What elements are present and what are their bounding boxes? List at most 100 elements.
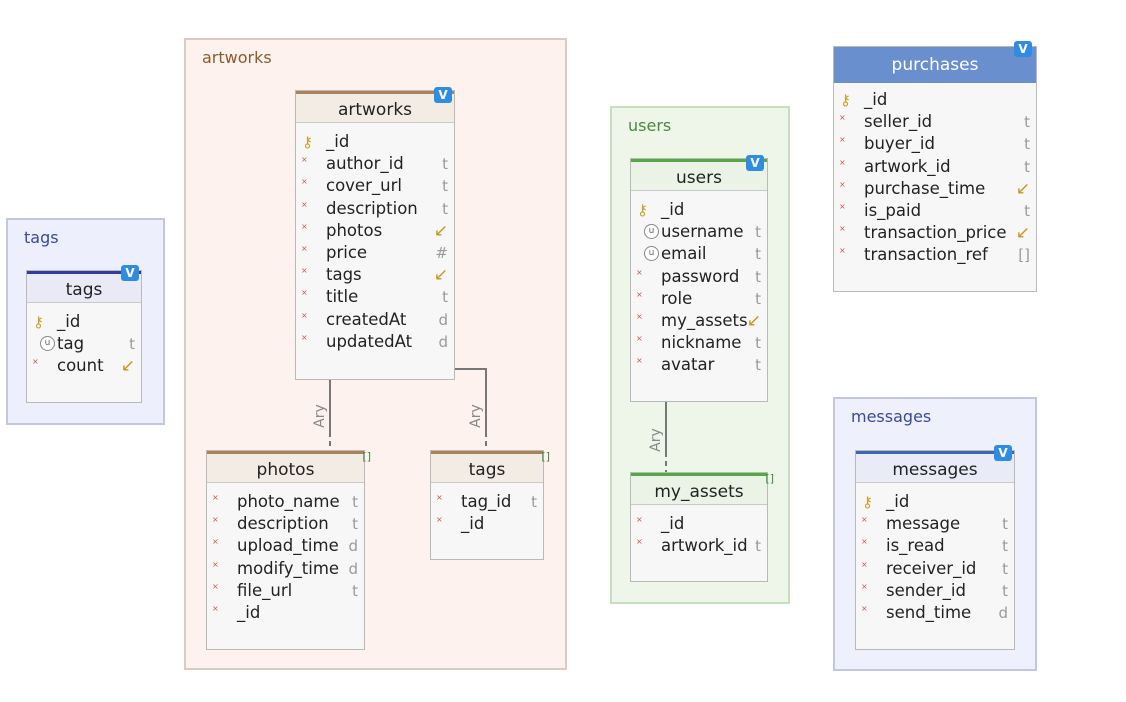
view-badge-icon[interactable]: V <box>994 445 1012 461</box>
required-marker-icon: × <box>212 603 219 613</box>
field-row[interactable]: ×_id <box>631 513 767 535</box>
field-row[interactable]: × photo_name t <box>207 491 364 513</box>
ary-label-tags: Ary <box>467 404 484 428</box>
field-type: t <box>442 288 448 307</box>
field-name: transaction_price <box>864 223 1007 243</box>
field-name: author_id <box>326 154 404 174</box>
group-label-users: users <box>628 116 672 135</box>
field-type: d <box>348 537 358 556</box>
field-type: [] <box>1018 246 1030 265</box>
field-name: username <box>661 222 744 242</box>
primary-key-icon: ⚷ <box>840 91 851 109</box>
field-row[interactable]: ×count↙ <box>27 355 141 377</box>
field-row[interactable]: ×_id <box>431 513 543 535</box>
entity-title: users <box>631 159 767 191</box>
field-row[interactable]: ×my_assets↙ <box>631 310 767 332</box>
field-row[interactable]: ⚷_id <box>27 311 141 333</box>
field-type: t <box>1002 537 1008 556</box>
field-name: purchase_time <box>864 178 986 198</box>
field-row[interactable]: ×photos↙ <box>296 220 454 242</box>
view-badge-icon[interactable]: V <box>434 87 452 103</box>
required-marker-icon: × <box>212 493 219 502</box>
field-type: t <box>352 493 358 511</box>
field-type: t <box>352 581 358 600</box>
array-badge-icon: [] <box>541 450 550 463</box>
field-row[interactable]: ×_id <box>207 602 364 624</box>
field-row[interactable]: ×price# <box>296 242 454 264</box>
field-row[interactable]: ⚷_id <box>834 89 1036 111</box>
field-type: t <box>1024 201 1030 220</box>
field-row[interactable]: ×transaction_ref[] <box>834 244 1036 266</box>
field-name: description <box>326 198 418 218</box>
group-label-messages: messages <box>851 407 932 426</box>
field-type: t <box>531 493 537 511</box>
field-row[interactable]: ×purchase_time↙ <box>834 178 1036 200</box>
field-type: ↙ <box>433 265 448 286</box>
view-badge-icon[interactable]: V <box>746 155 764 171</box>
field-name: _id <box>886 492 910 511</box>
field-row[interactable]: ⚷ _id <box>296 131 454 153</box>
field-name: photo_name <box>237 492 340 511</box>
required-marker-icon: × <box>839 179 846 189</box>
field-type: d <box>998 603 1008 622</box>
field-row[interactable]: ⚷_id <box>856 491 1014 513</box>
required-marker-icon: × <box>861 515 868 525</box>
field-name: _id <box>326 132 350 151</box>
field-type: ↙ <box>120 356 135 377</box>
field-type: t <box>755 267 761 286</box>
field-row[interactable]: ×transaction_price↙ <box>834 222 1036 244</box>
required-marker-icon: × <box>212 515 219 525</box>
unique-index-icon: u <box>644 246 659 262</box>
field-row[interactable]: ⚷_id <box>631 199 767 221</box>
view-badge-icon[interactable]: V <box>121 265 139 281</box>
field-row[interactable]: ×tags↙ <box>296 264 454 286</box>
field-type: # <box>435 243 448 262</box>
field-type: d <box>438 310 448 329</box>
field-name: avatar <box>661 355 715 375</box>
field-type: t <box>1024 135 1030 154</box>
unique-index-icon: u <box>644 224 659 240</box>
field-name: photos <box>326 220 383 240</box>
view-badge-icon[interactable]: V <box>1014 41 1032 57</box>
primary-key-icon: ⚷ <box>302 133 313 151</box>
field-type: t <box>352 515 358 534</box>
